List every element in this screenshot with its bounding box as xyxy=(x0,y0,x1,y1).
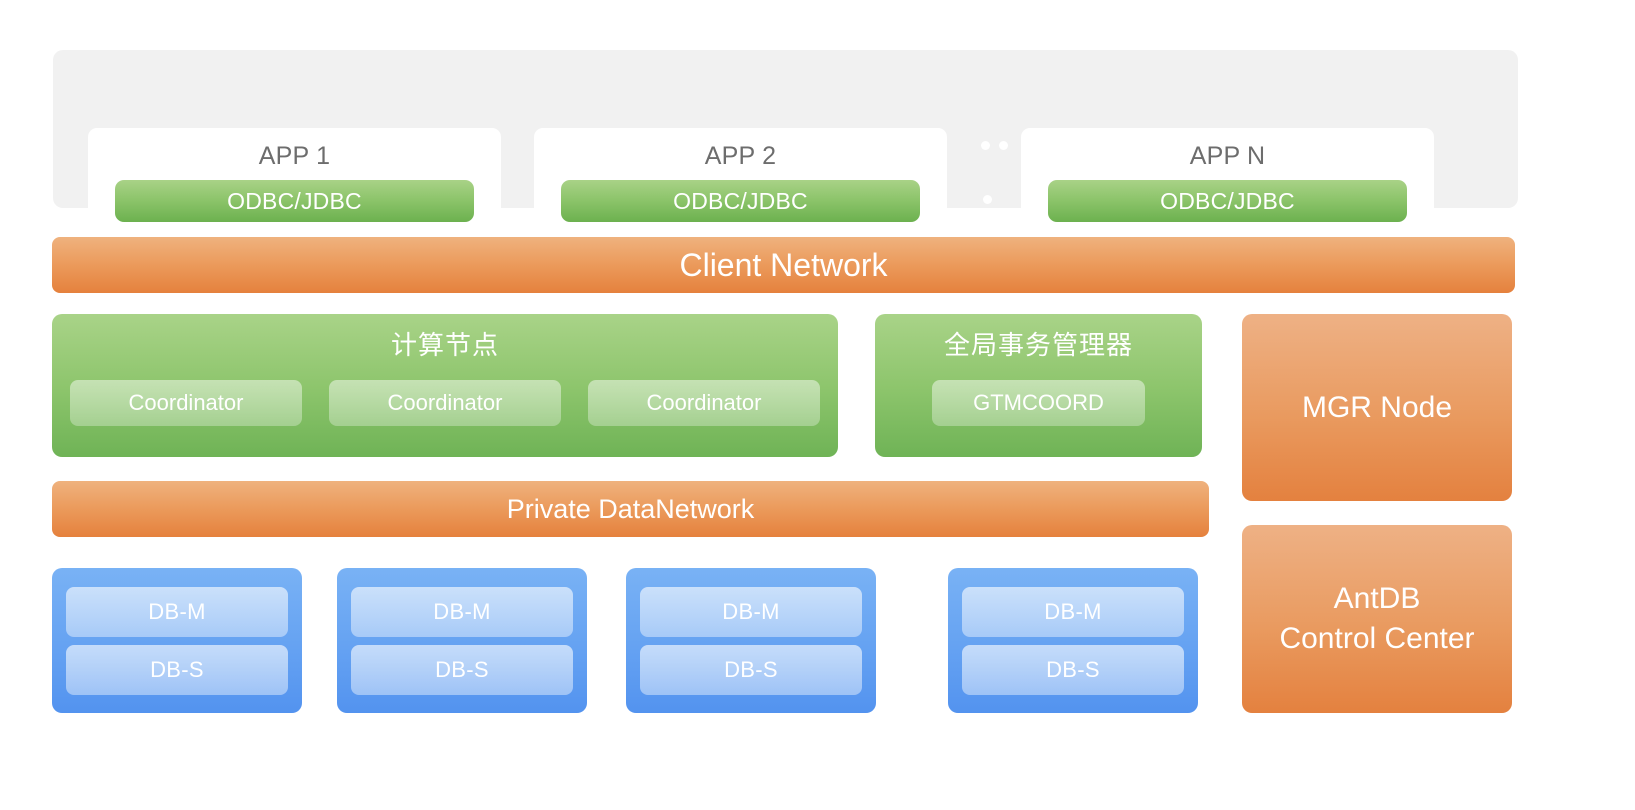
coordinator-node[interactable]: Coordinator xyxy=(70,380,302,426)
odbc-jdbc-driver-pill[interactable]: ODBC/JDBC xyxy=(561,180,920,222)
compute-node-panel: 计算节点 Coordinator Coordinator Coordinator xyxy=(52,314,838,457)
db-group: DB-M DB-S xyxy=(948,568,1198,713)
client-network-band: Client Network xyxy=(52,237,1515,293)
db-group: DB-M DB-S xyxy=(337,568,587,713)
odbc-jdbc-driver-pill[interactable]: ODBC/JDBC xyxy=(115,180,474,222)
db-master-node[interactable]: DB-M xyxy=(351,586,573,637)
db-slave-node[interactable]: DB-S xyxy=(351,644,573,695)
odbc-jdbc-driver-pill[interactable]: ODBC/JDBC xyxy=(1048,180,1407,222)
ellipsis-dot-icon xyxy=(999,141,1008,150)
db-master-node[interactable]: DB-M xyxy=(66,586,288,637)
coordinator-node[interactable]: Coordinator xyxy=(329,380,561,426)
app-title: APP 2 xyxy=(704,142,777,170)
antdb-control-center-block[interactable]: AntDB Control Center xyxy=(1242,525,1512,713)
db-slave-node[interactable]: DB-S xyxy=(66,644,288,695)
app-card-1[interactable]: APP 1 ODBC/JDBC xyxy=(88,128,501,230)
app-title: APP N xyxy=(1189,142,1266,170)
control-center-line1: AntDB xyxy=(1333,582,1421,616)
compute-node-title: 计算节点 xyxy=(390,330,499,360)
mgr-node-block[interactable]: MGR Node xyxy=(1242,314,1512,501)
app-card-n[interactable]: APP N ODBC/JDBC xyxy=(1021,128,1434,230)
gtmcoord-row: GTMCOORD xyxy=(875,380,1202,426)
gtm-title: 全局事务管理器 xyxy=(943,330,1133,360)
app-title: APP 1 xyxy=(258,142,331,170)
app-card-2[interactable]: APP 2 ODBC/JDBC xyxy=(534,128,947,230)
application-layer-panel: APP 1 ODBC/JDBC APP 2 ODBC/JDBC APP N OD… xyxy=(53,50,1518,230)
db-group: DB-M DB-S xyxy=(626,568,876,713)
private-data-network-band: Private DataNetwork xyxy=(52,481,1209,537)
gtmcoord-node[interactable]: GTMCOORD xyxy=(932,380,1145,426)
db-slave-node[interactable]: DB-S xyxy=(962,644,1184,695)
global-transaction-manager-panel: 全局事务管理器 GTMCOORD xyxy=(875,314,1202,457)
ellipsis-dot-icon xyxy=(981,141,990,150)
db-master-node[interactable]: DB-M xyxy=(640,586,862,637)
db-slave-node[interactable]: DB-S xyxy=(640,644,862,695)
control-center-line2: Control Center xyxy=(1279,622,1475,655)
db-group: DB-M DB-S xyxy=(52,568,302,713)
ellipsis-dot-icon xyxy=(983,195,992,204)
db-master-node[interactable]: DB-M xyxy=(962,586,1184,637)
coordinator-row: Coordinator Coordinator Coordinator xyxy=(52,380,838,426)
coordinator-node[interactable]: Coordinator xyxy=(588,380,820,426)
